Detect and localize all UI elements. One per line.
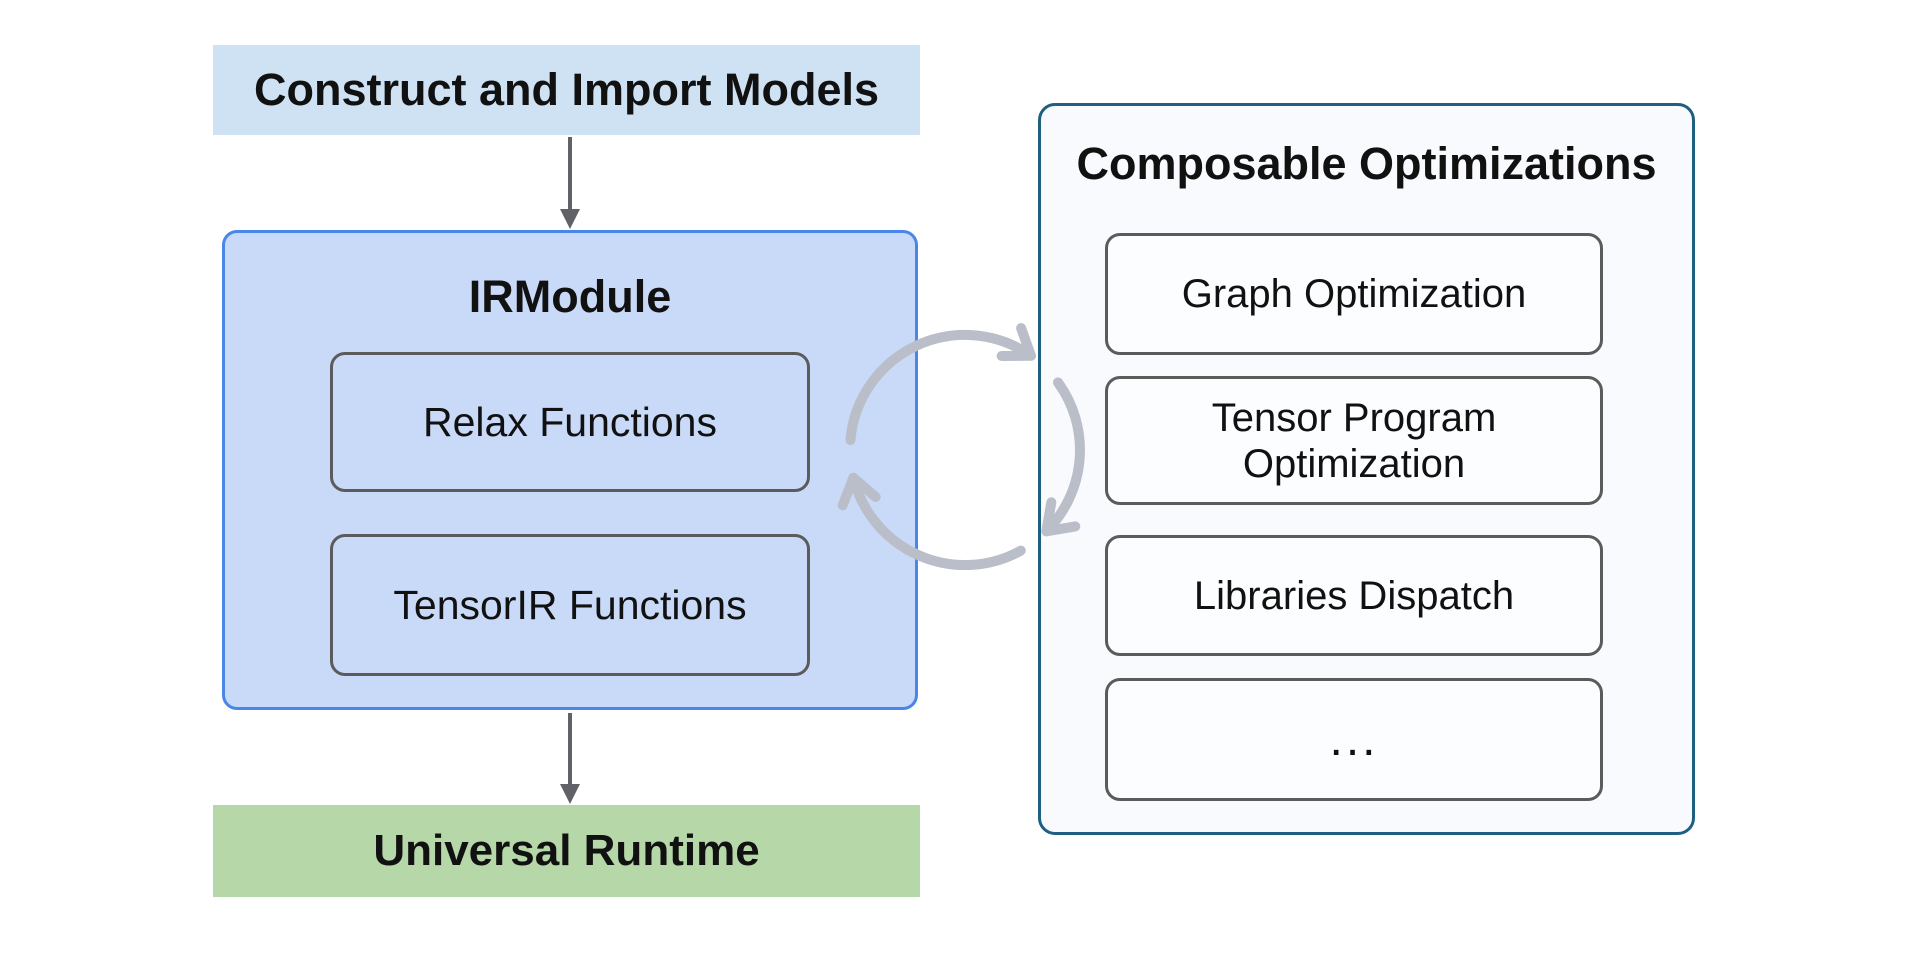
graph-optimization-box: Graph Optimization [1105, 233, 1603, 355]
universal-runtime-label: Universal Runtime [373, 826, 760, 875]
irmodule-title: IRModule [468, 271, 672, 322]
irmodule-box: IRModule Relax Functions TensorIR Functi… [222, 230, 918, 710]
libraries-dispatch-box: Libraries Dispatch [1105, 535, 1603, 656]
relax-functions-label: Relax Functions [423, 398, 717, 445]
graph-optimization-label: Graph Optimization [1181, 272, 1527, 316]
composable-optimizations-title: Composable Optimizations [1076, 138, 1657, 189]
tensor-program-optimization-box: Tensor Program Optimization [1105, 376, 1603, 505]
more-optimizations-box: ... [1105, 678, 1603, 801]
down-arrow-icon [560, 137, 580, 229]
universal-runtime-box: Universal Runtime [213, 805, 920, 897]
tensor-program-optimization-label: Tensor Program Optimization [1211, 395, 1497, 486]
libraries-dispatch-label: Libraries Dispatch [1193, 573, 1515, 618]
relax-functions-box: Relax Functions [330, 352, 810, 492]
composable-optimizations-panel: Composable Optimizations Graph Optimizat… [1038, 103, 1695, 835]
construct-import-models-label: Construct and Import Models [253, 64, 879, 115]
more-optimizations-label: ... [1329, 712, 1379, 766]
construct-import-models-box: Construct and Import Models [213, 45, 920, 135]
tensorir-functions-box: TensorIR Functions [330, 534, 810, 676]
tensorir-functions-label: TensorIR Functions [393, 581, 747, 628]
down-arrow-icon [560, 713, 580, 804]
